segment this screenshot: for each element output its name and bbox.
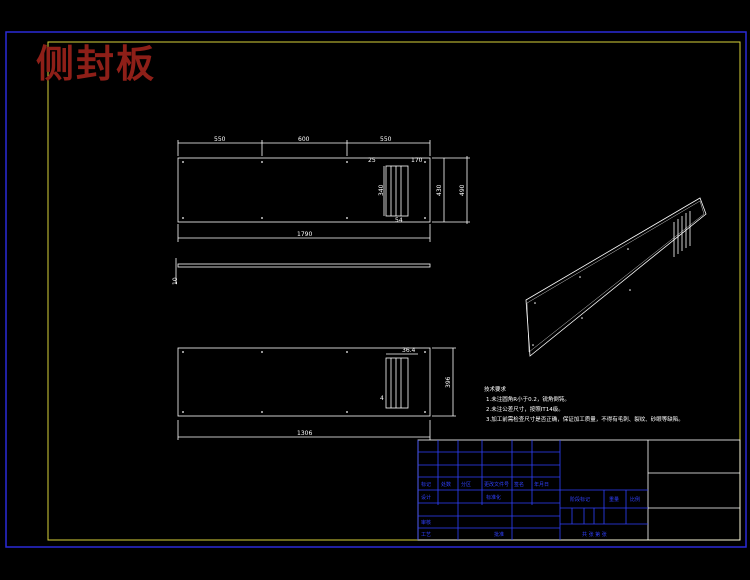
bottom-view-slot-area [385,357,409,409]
dim-slot-height: 340 [378,184,385,196]
inner-border [47,41,741,541]
tb-label-count: 处数 [441,481,451,488]
tb-label-change-doc: 更改文件号 [484,481,509,488]
isometric-view [525,197,707,357]
iso-plate [525,197,707,357]
bottom-view-holes [182,351,426,413]
top-view-holes [182,161,426,219]
top-view-slot-area [385,165,409,217]
top-view-labels: 550 600 550 1790 25 170 54 340 430 490 [214,136,466,238]
dim-bottom-width: 1306 [297,430,312,437]
bottom-view-labels: 1306 36.4 4 396 [297,347,452,437]
tb-label-scale: 比例 [630,496,640,503]
dim-height-mid: 430 [436,184,443,196]
title-block [417,439,741,541]
dim-slot-width: 54 [395,217,403,224]
notes-header: 技术要求 [484,385,507,393]
top-view [177,140,470,242]
dim-slot-offset-right: 170 [411,157,423,164]
tb-label-stage: 阶段标记 [570,496,590,503]
side-view-plate [177,263,431,268]
tb-label-review: 审核 [421,519,431,526]
dim-thickness: 10 [172,277,179,285]
top-view-plate [177,157,431,223]
dim-top-1: 550 [214,136,226,143]
dim-height-outer: 490 [459,184,466,196]
dim-width-total: 1790 [297,231,312,238]
iso-holes [532,248,631,346]
notes-line-2: 2.未注公差尺寸，按照IT14级。 [486,405,564,413]
dim-slot-small: 4 [380,395,384,402]
tb-label-zone: 分区 [461,481,471,488]
outer-border [5,31,747,548]
notes-line-1: 1.未注圆角R小于0.2，锐角倒钝。 [486,395,570,403]
technical-notes: 技术要求 1.未注圆角R小于0.2，锐角倒钝。 2.未注公差尺寸，按照IT14级… [484,385,684,423]
tb-label-standard: 标准化 [486,494,501,501]
tb-label-sign: 签名 [514,481,524,488]
bottom-view [177,347,456,440]
tb-label-weight: 重量 [609,496,619,503]
tb-label-mark: 标记 [421,481,431,488]
drawing-title: 侧封板 [36,41,157,86]
dim-top-3: 550 [380,136,392,143]
dim-slot-offset-top: 25 [368,157,376,164]
dim-slot-top: 36.4 [402,347,416,354]
notes-line-3: 3.加工前需检查尺寸是否正确，保证加工质量，不得有毛刺、裂纹、砂眼等缺陷。 [486,415,684,423]
dim-bottom-height: 396 [445,376,452,388]
side-view [175,258,431,284]
tb-label-approve: 批准 [494,531,504,538]
dim-top-2: 600 [298,136,310,143]
tb-label-process: 工艺 [421,532,431,538]
tb-label-design: 设计 [421,494,431,501]
tb-label-sheets: 共 张 第 张 [582,531,607,538]
bottom-view-plate [177,347,431,417]
title-block-labels: 标记 处数 分区 更改文件号 签名 年月日 设计 标准化 审核 工艺 批准 阶段… [421,481,640,538]
tb-label-date: 年月日 [534,481,549,488]
